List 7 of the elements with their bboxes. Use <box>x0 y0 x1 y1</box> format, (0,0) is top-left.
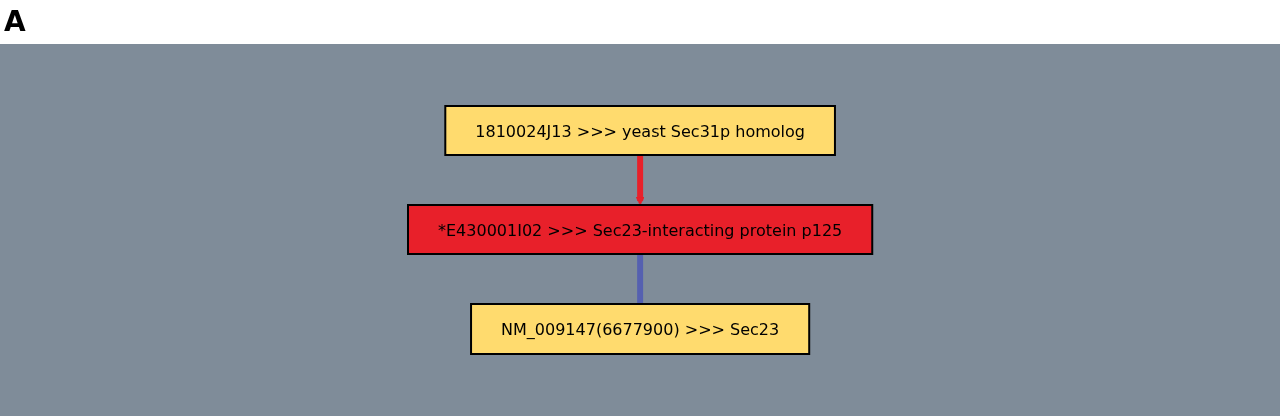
node-box <box>406 204 874 255</box>
arrow <box>635 155 645 206</box>
node-box <box>469 303 811 355</box>
node-box <box>444 105 836 156</box>
connector <box>637 254 643 304</box>
canvas-background: *E430001I02 >>> Sec23-interacting protein p125 1810024J13 >>> yeast Sec31p homolog NM_009147(6677900) >>> Sec23 <box>0 44 1280 416</box>
panel-label: A <box>4 5 26 38</box>
